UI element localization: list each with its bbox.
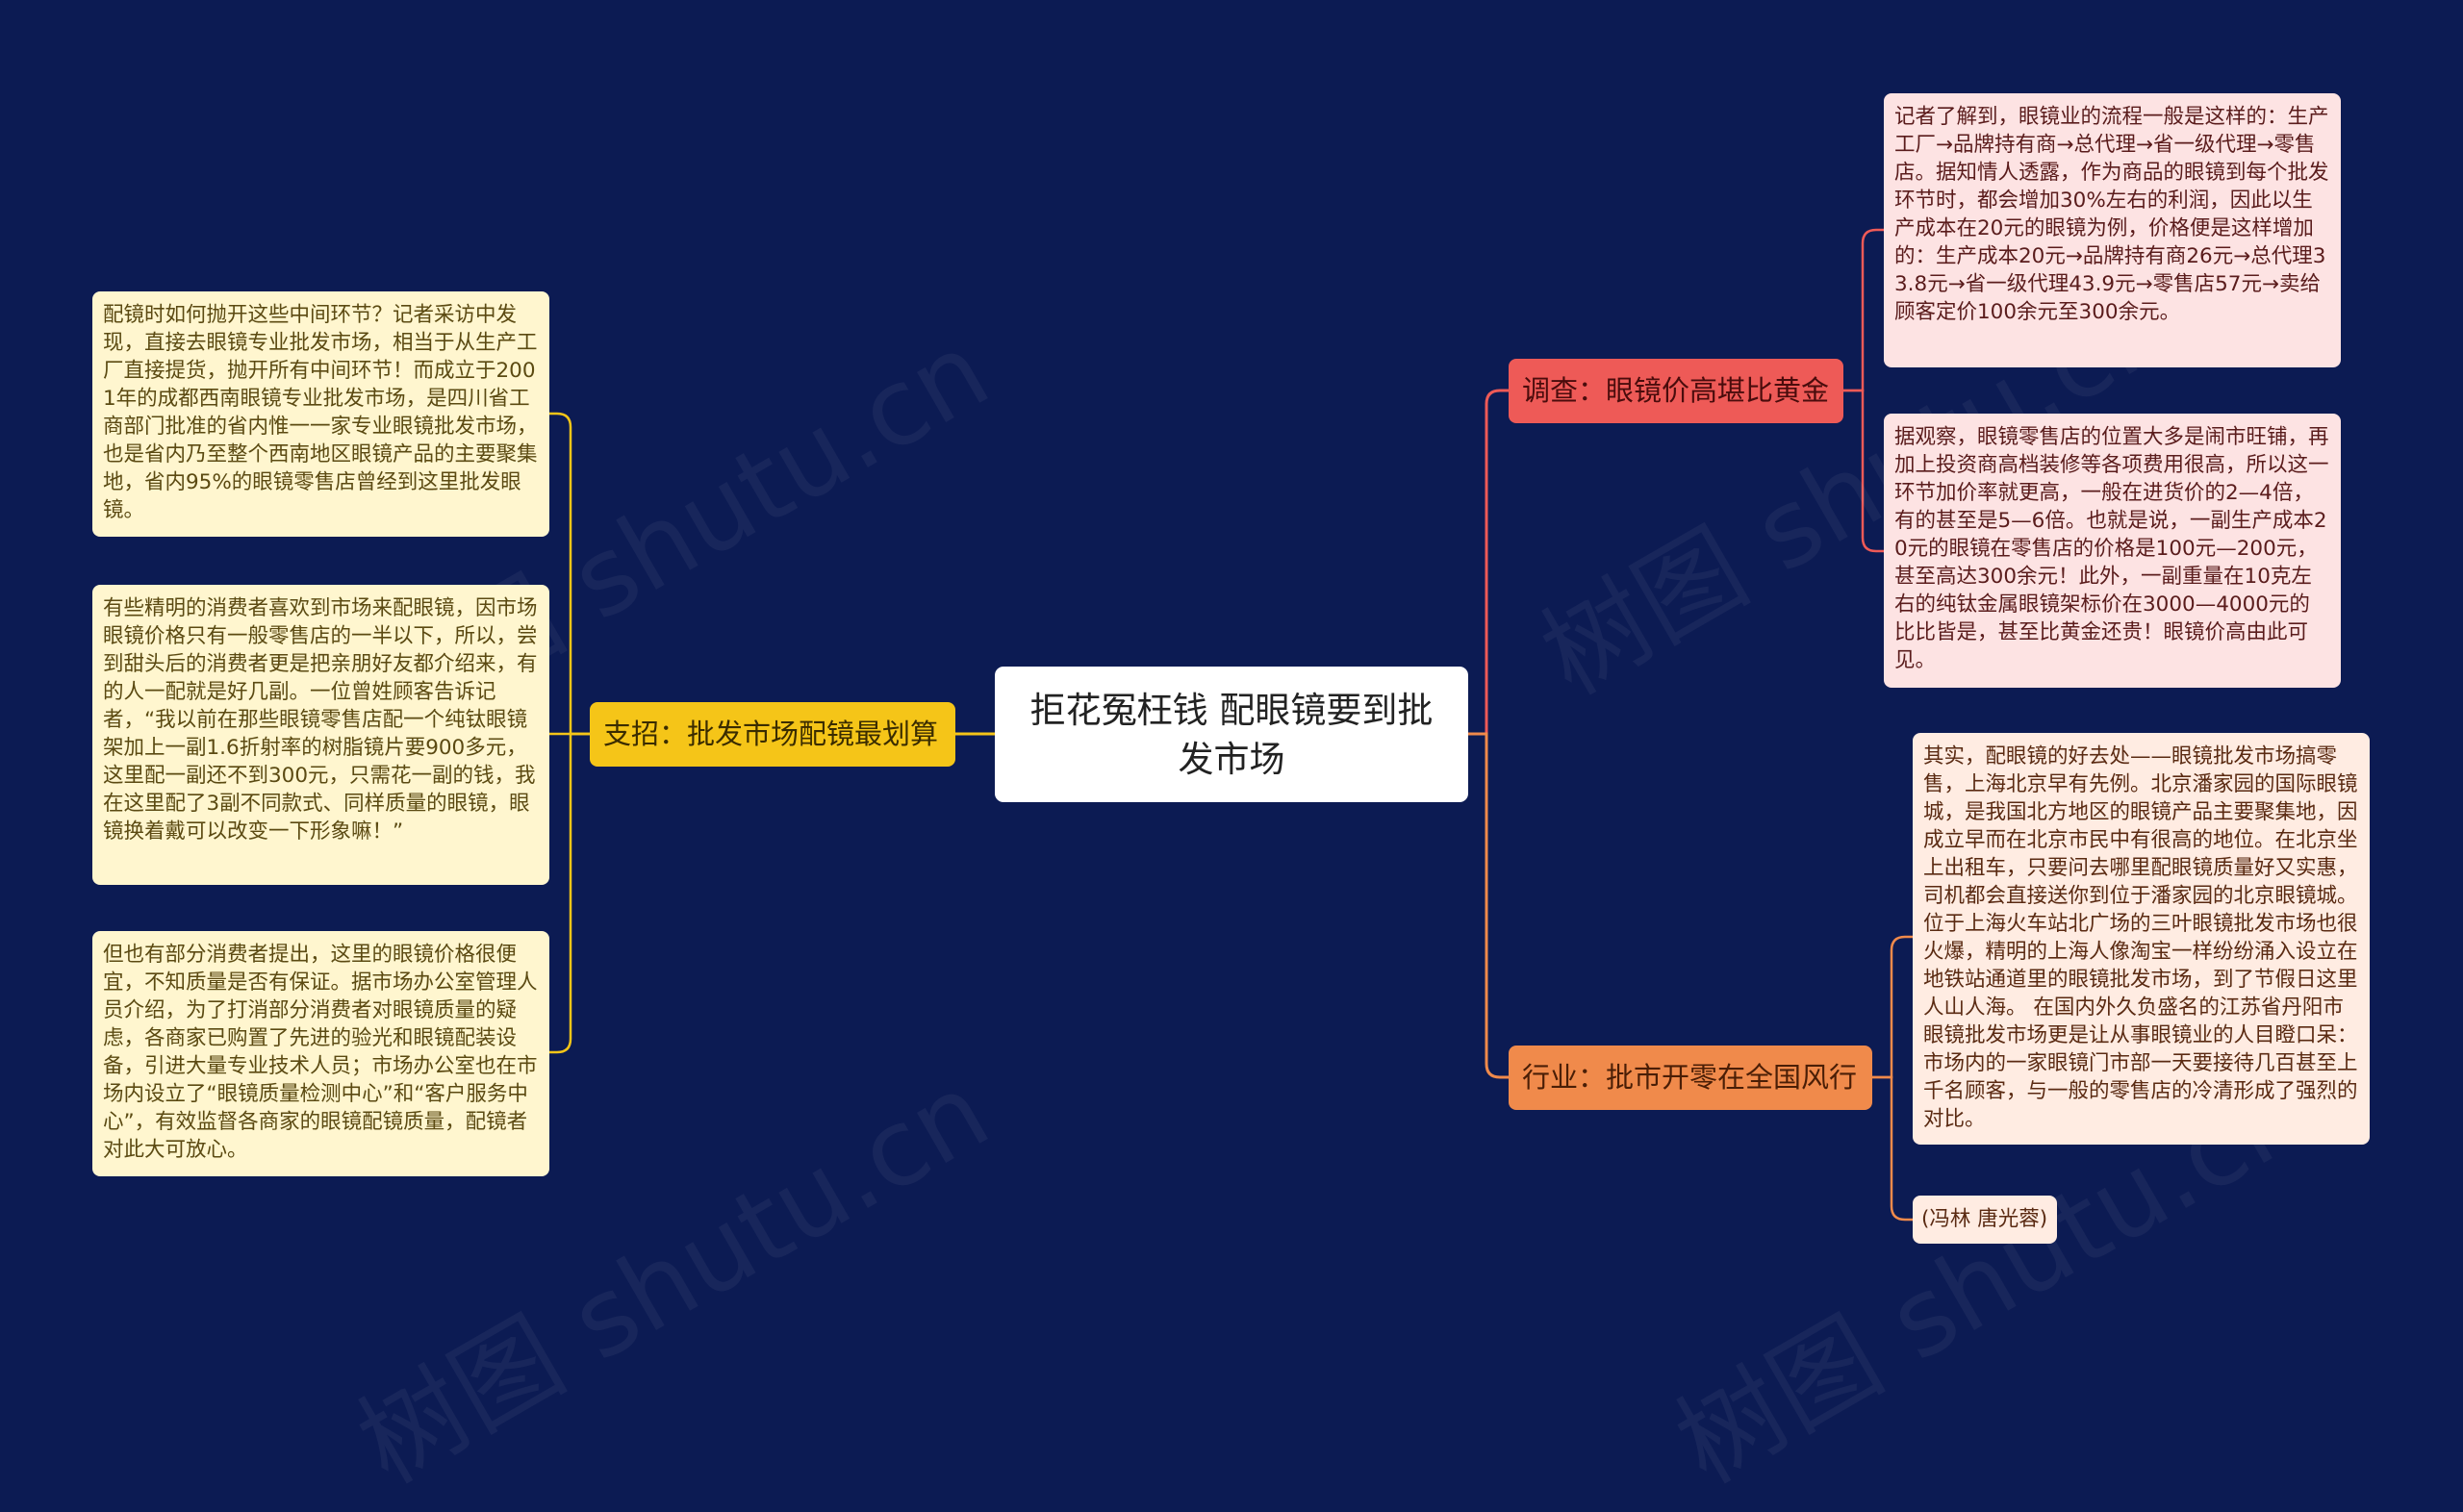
leaf-text: 有些精明的消费者喜欢到市场来配眼镜，因市场眼镜价格只有一般零售店的一半以下，所以… (103, 596, 538, 844)
branch-tips-label: 支招：批发市场配镜最划算 (603, 718, 939, 750)
leaf-text: 配镜时如何抛开这些中间环节？记者采访中发现，直接去眼镜专业批发市场，相当于从生产… (103, 303, 538, 522)
connector-lines (549, 228, 1913, 1222)
leaf-industry-author[interactable]: (冯林 唐光蓉) (1913, 1196, 2057, 1244)
link-center-orange (1468, 732, 1509, 1079)
leaf-text: 记者了解到，眼镜业的流程一般是这样的：生产工厂→品牌持有商→总代理→省一级代理→… (1894, 105, 2329, 324)
link-left-leaf-3 (549, 732, 590, 1054)
branch-tips[interactable]: 支招：批发市场配镜最划算 (590, 702, 955, 767)
leaf-tips-1[interactable]: 配镜时如何抛开这些中间环节？记者采访中发现，直接去眼镜专业批发市场，相当于从生产… (92, 291, 549, 537)
link-orange-leaf-2 (1872, 1075, 1913, 1222)
leaf-text: (冯林 唐光蓉) (1921, 1207, 2048, 1231)
leaf-text: 据观察，眼镜零售店的位置大多是闹市旺铺，再加上投资商高档装修等各项费用很高，所以… (1894, 425, 2329, 672)
link-red-leaf-1 (1843, 228, 1884, 392)
link-red-leaf-2 (1843, 389, 1884, 553)
branch-industry-label: 行业：批市开零在全国风行 (1522, 1061, 1858, 1094)
link-center-red (1468, 389, 1509, 736)
leaf-tips-2[interactable]: 有些精明的消费者喜欢到市场来配眼镜，因市场眼镜价格只有一般零售店的一半以下，所以… (92, 585, 549, 885)
leaf-investigation-2[interactable]: 据观察，眼镜零售店的位置大多是闹市旺铺，再加上投资商高档装修等各项费用很高，所以… (1884, 414, 2341, 688)
mind-map-canvas: 树图 shutu.cn 树图 shutu.cn 树图 shutu.cn 树图 s… (92, 93, 2370, 1507)
branch-investigation[interactable]: 调查：眼镜价高堪比黄金 (1509, 359, 1843, 423)
leaf-tips-3[interactable]: 但也有部分消费者提出，这里的眼镜价格很便宜，不知质量是否有保证。据市场办公室管理… (92, 931, 549, 1176)
leaf-text: 其实，配眼镜的好去处——眼镜批发市场搞零售，上海北京早有先例。北京潘家园的国际眼… (1923, 744, 2358, 1131)
link-orange-leaf-1 (1872, 935, 1913, 1079)
link-left-leaf-1 (549, 412, 590, 736)
leaf-text: 但也有部分消费者提出，这里的眼镜价格很便宜，不知质量是否有保证。据市场办公室管理… (103, 943, 538, 1162)
branch-investigation-label: 调查：眼镜价高堪比黄金 (1522, 374, 1830, 407)
leaf-industry-1[interactable]: 其实，配眼镜的好去处——眼镜批发市场搞零售，上海北京早有先例。北京潘家园的国际眼… (1913, 733, 2370, 1145)
leaf-investigation-1[interactable]: 记者了解到，眼镜业的流程一般是这样的：生产工厂→品牌持有商→总代理→省一级代理→… (1884, 93, 2341, 367)
central-topic[interactable]: 拒花冤枉钱 配眼镜要到批发市场 (995, 667, 1468, 802)
branch-industry[interactable]: 行业：批市开零在全国风行 (1509, 1046, 1872, 1110)
central-topic-label: 拒花冤枉钱 配眼镜要到批发市场 (1029, 689, 1434, 780)
